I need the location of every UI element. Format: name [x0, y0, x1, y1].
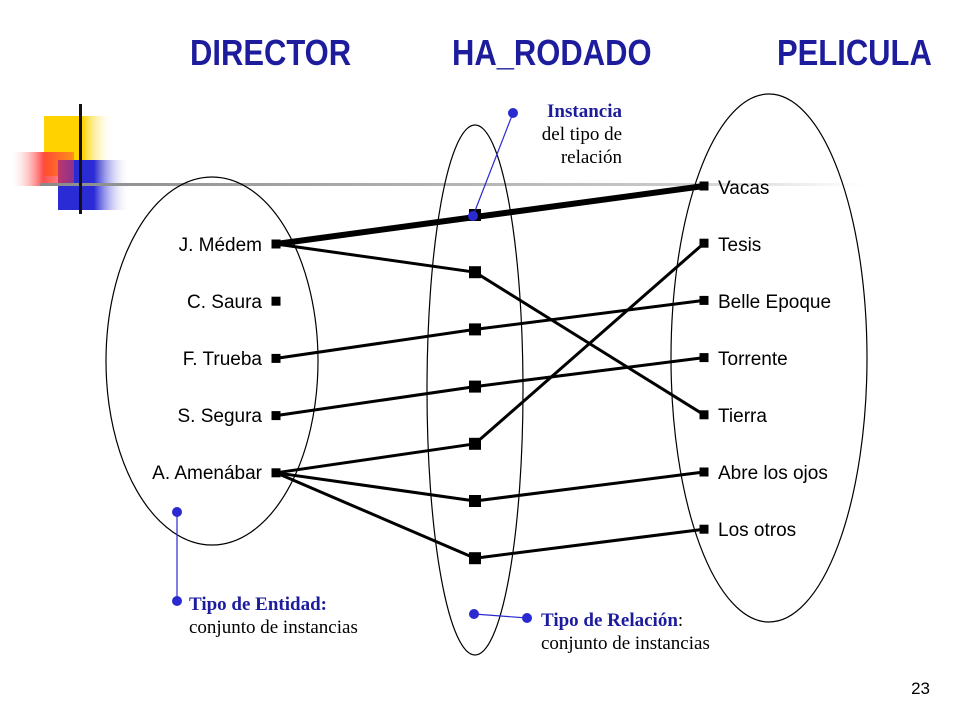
director-label: A. Amenábar: [152, 463, 262, 484]
relationship-link-director-side: [275, 471, 476, 503]
relation-type-pointer-line: [473, 613, 528, 619]
director-bullet: [271, 353, 281, 363]
relationship-link-highlighted: [273, 183, 707, 247]
relation-type-subtitle: conjunto de instancias: [541, 633, 710, 654]
relationship-link-director-side: [275, 327, 476, 360]
film-bullet: [699, 238, 709, 248]
relationship-link-director-side: [275, 442, 476, 475]
relationship-link-film-side: [474, 242, 705, 445]
instance-annotation: Instancia del tipo de relación: [542, 100, 622, 169]
film-label: Torrente: [718, 349, 788, 370]
relationship-instance-square: [469, 380, 481, 393]
relationship-link-director-side: [275, 471, 476, 560]
film-bullet: [699, 353, 709, 363]
decorative-squares: [12, 104, 865, 214]
entity-type-title: Tipo de Entidad:: [189, 594, 327, 615]
vertical-rule: [79, 104, 82, 214]
relationship-instance-square: [469, 266, 481, 279]
entity-type-dot-top: [172, 507, 182, 517]
film-bullet: [699, 181, 709, 191]
page-number: 23: [911, 679, 930, 698]
film-markers: [699, 181, 709, 534]
film-bullet: [699, 295, 709, 305]
director-bullet: [271, 296, 281, 306]
film-label: Tierra: [718, 406, 767, 427]
relation-type-annotation: Tipo de Relación: conjunto de instancias: [541, 609, 710, 655]
relationship-instance-square: [469, 552, 481, 565]
film-label: Los otros: [718, 520, 797, 541]
relationship-link-film-side: [474, 298, 705, 331]
film-entity-set: [670, 93, 868, 623]
director-label: J. Médem: [178, 235, 262, 256]
entity-type-dot-bottom: [172, 596, 182, 606]
instance-pointer-dot-top: [508, 108, 518, 118]
director-bullet: [271, 411, 281, 421]
film-label: Belle Epoque: [718, 292, 832, 313]
relation-type-dot-left: [469, 609, 479, 619]
instance-pointer-dot-bottom: [468, 211, 478, 221]
relationship-link-director-side: [275, 242, 476, 274]
relationship-instance-square: [469, 437, 481, 450]
instance-pointer-line: [472, 112, 514, 217]
director-label: C. Saura: [187, 292, 262, 313]
director-label: S. Segura: [177, 406, 263, 427]
film-bullet: [699, 410, 709, 420]
relationship-link-film-side: [474, 527, 705, 560]
entity-type-annotation: Tipo de Entidad: conjunto de instancias: [189, 593, 358, 639]
film-label: Tesis: [718, 235, 762, 256]
director-markers: [271, 239, 281, 478]
relationship-link-director-side: [275, 385, 476, 418]
director-bullet: [271, 239, 281, 249]
instance-title: Instancia: [547, 101, 622, 122]
director-entity-set: [105, 176, 319, 546]
relation-type-colon: :: [677, 610, 684, 631]
relationship-instances: [469, 209, 481, 565]
instance-line1: del tipo de: [541, 124, 622, 145]
director-label: F. Trueba: [182, 349, 262, 370]
entity-type-subtitle: conjunto de instancias: [189, 617, 358, 638]
relationship-links: [273, 183, 707, 560]
header-film: PELICULA: [777, 32, 932, 73]
relation-type-dot-right: [522, 613, 532, 623]
film-bullet: [699, 524, 709, 534]
header-relation: HA_RODADO: [452, 32, 652, 73]
relationship-instance-square: [469, 323, 481, 336]
horizontal-rule: [40, 183, 865, 186]
relation-type-title: Tipo de Relación: [541, 610, 678, 631]
relation-set: [426, 124, 524, 656]
director-bullet: [271, 468, 281, 478]
header-director: DIRECTOR: [190, 32, 352, 73]
relationship-instance-square: [469, 495, 481, 507]
relationship-link-film-side: [474, 470, 705, 503]
instance-line2: relación: [560, 147, 622, 168]
film-bullet: [699, 467, 709, 477]
film-label: Vacas: [718, 178, 770, 199]
relationship-link-film-side: [474, 356, 705, 389]
film-label: Abre los ojos: [718, 463, 828, 484]
